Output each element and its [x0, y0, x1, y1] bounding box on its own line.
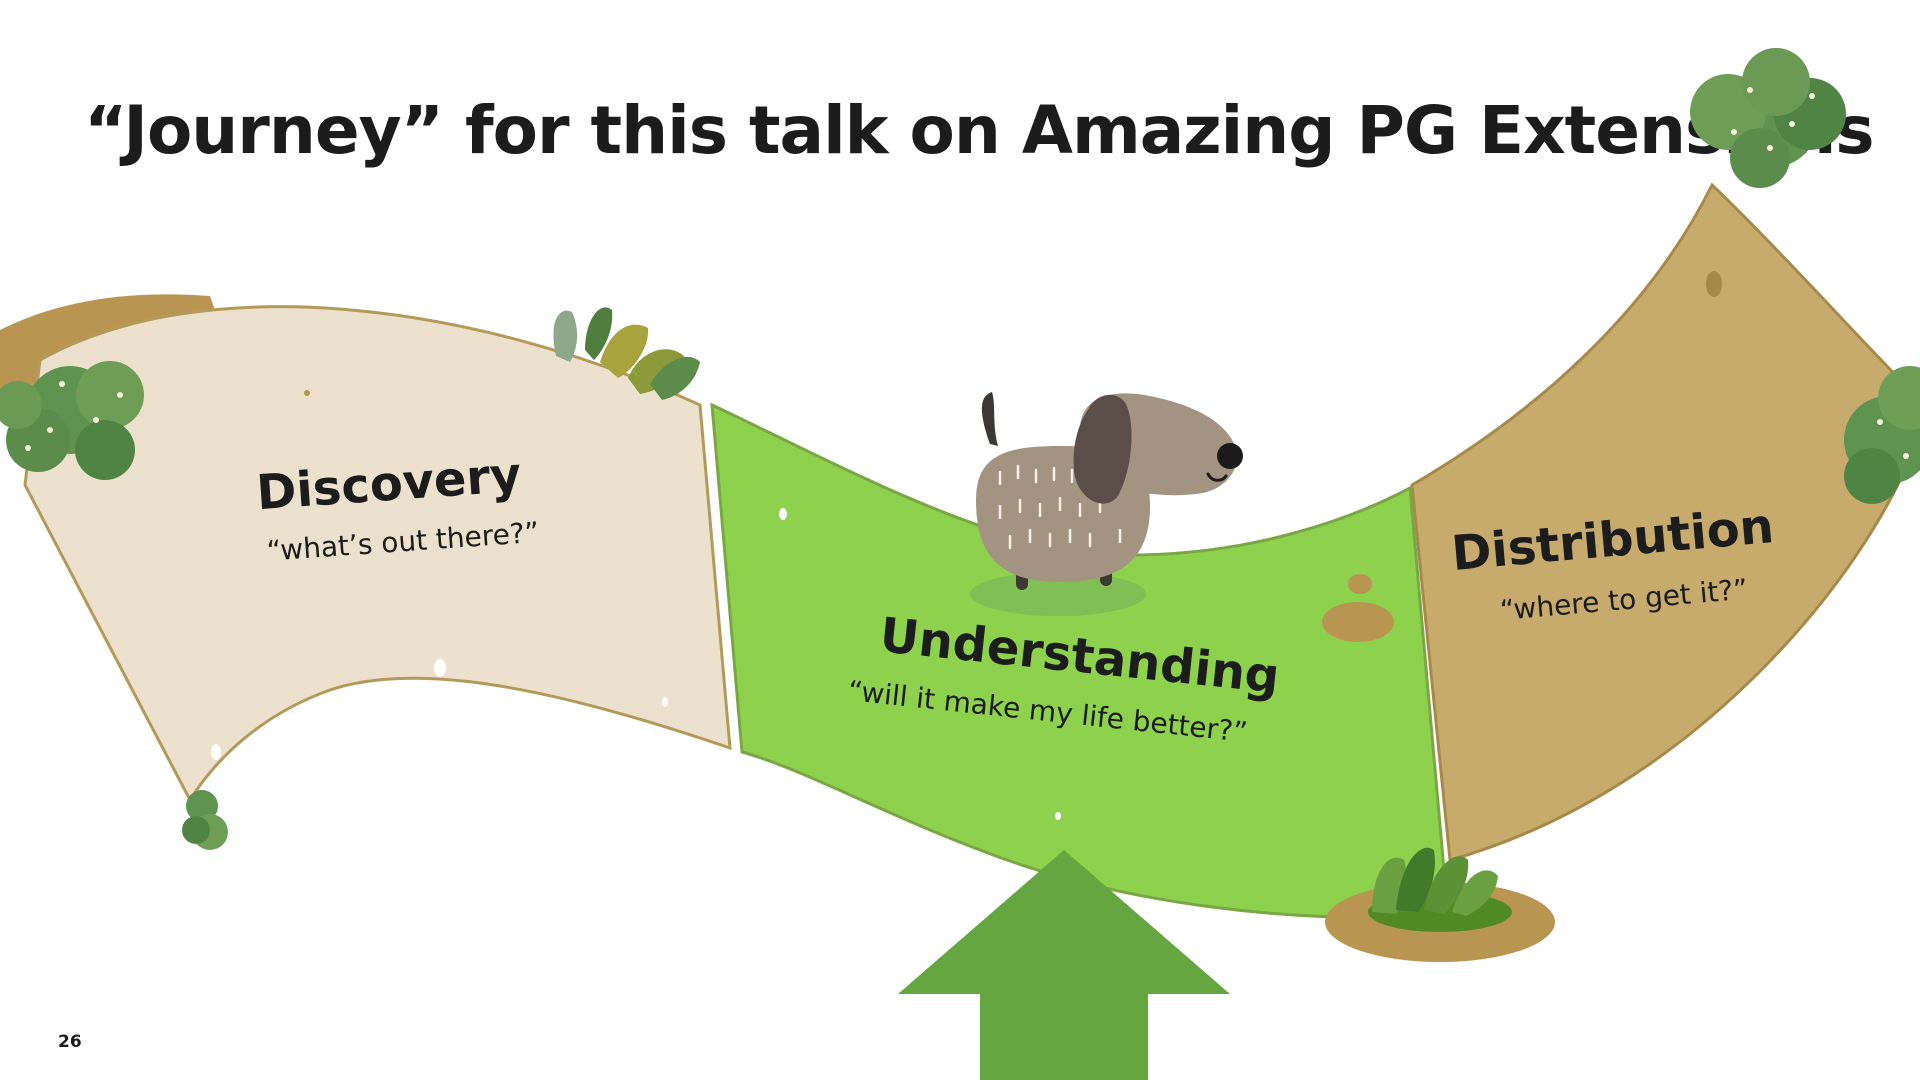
ground-dot [1706, 271, 1722, 297]
bush-icon [0, 361, 144, 480]
ground-dot [304, 390, 310, 396]
up-arrow-icon [898, 850, 1230, 1080]
discovery-panel [23, 305, 732, 804]
bush-icon [1690, 48, 1846, 188]
page-number: 26 [58, 1032, 82, 1052]
dog-illustration [970, 392, 1243, 616]
bush-icon [182, 790, 228, 850]
terrain-dots [211, 508, 1061, 820]
grass-clump-icon [1368, 847, 1512, 932]
ground-mound-left [0, 294, 215, 420]
distribution-panel [1410, 182, 1920, 862]
plant-icon [553, 307, 700, 400]
dirt-patch [1322, 574, 1394, 642]
bush-icon [1844, 366, 1920, 504]
slide-title: “Journey” for this talk on Amazing PG Ex… [84, 92, 1874, 169]
